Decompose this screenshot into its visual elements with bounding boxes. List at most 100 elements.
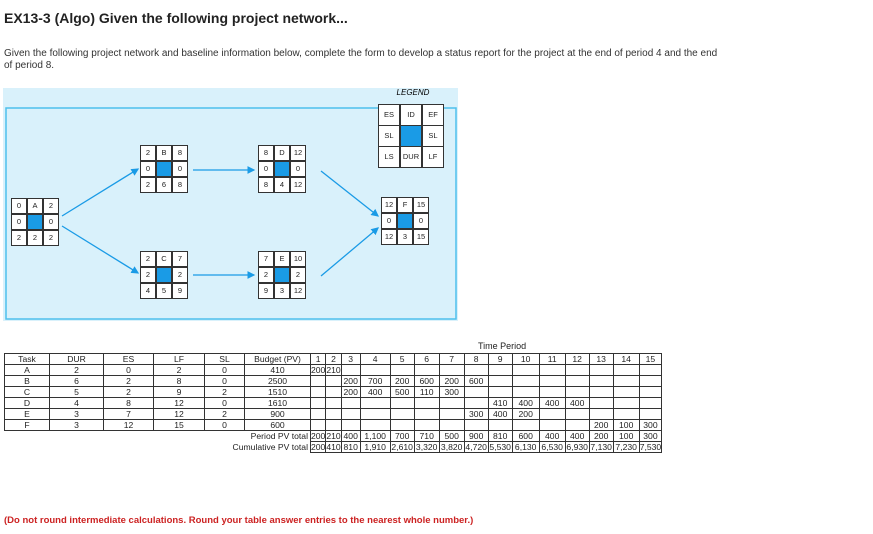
cell-pv: [588, 386, 614, 398]
cell-pv: 400: [359, 386, 391, 398]
period-total-cell: 200: [309, 430, 327, 442]
legend-center: [400, 125, 422, 147]
cumulative-cell: 7,530: [638, 441, 663, 453]
cell-pv: 600: [413, 375, 440, 387]
node-b-ls: 2: [140, 177, 156, 193]
page-title: EX13-3 (Algo) Given the following projec…: [4, 10, 348, 26]
cell-pv: [638, 408, 663, 420]
node-d-ef: 12: [290, 145, 306, 161]
cell-pv: [359, 419, 391, 431]
node-b-sl-right: 0: [172, 161, 188, 177]
cell-pv: [638, 375, 663, 387]
period-total-cell: 810: [487, 430, 513, 442]
node-d-lf: 12: [290, 177, 306, 193]
cell-pv: 200: [309, 364, 327, 376]
legend-lf: LF: [422, 146, 444, 168]
cell-dur: 3: [49, 408, 104, 420]
cell-task: B: [4, 375, 50, 387]
node-c-es: 2: [140, 251, 156, 267]
cell-task: C: [4, 386, 50, 398]
period-total-cell: 200: [588, 430, 614, 442]
cell-pv: [309, 386, 327, 398]
node-a: 0 A 2 0 0 2 2 2: [11, 198, 59, 246]
node-b-id: B: [156, 145, 172, 161]
node-a-ls: 2: [11, 230, 27, 246]
period-total-cell: 210: [325, 430, 342, 442]
cell-pv: [511, 386, 540, 398]
cell-pv: [413, 364, 440, 376]
cell-pv: [413, 419, 440, 431]
cell-pv: 500: [389, 386, 415, 398]
cell-pv: [538, 364, 566, 376]
cell-pv: [564, 364, 590, 376]
node-d-id: D: [274, 145, 290, 161]
cumulative-total-label: Cumulative PV total: [232, 442, 308, 452]
node-f-dur: 3: [397, 229, 413, 245]
cell-es: 0: [103, 364, 154, 376]
node-f: 12 F 15 0 0 12 3 15: [381, 197, 429, 245]
cell-pv: 200: [340, 386, 361, 398]
cell-task: E: [4, 408, 50, 420]
cell-pv: [340, 419, 361, 431]
cell-pv: [487, 364, 513, 376]
cell-budget: 1510: [244, 386, 311, 398]
cell-pv: [359, 397, 391, 409]
node-e-dur: 3: [274, 283, 290, 299]
cell-pv: [389, 397, 415, 409]
period-total-cell: 700: [389, 430, 415, 442]
cell-pv: [389, 419, 415, 431]
network-frame: [5, 107, 457, 320]
cell-pv: [538, 408, 566, 420]
cell-sl: 0: [204, 375, 245, 387]
header-period: 15: [638, 353, 663, 365]
period-total-cell: 1,100: [359, 430, 391, 442]
cell-pv: [463, 386, 489, 398]
node-e-ls: 9: [258, 283, 274, 299]
cell-pv: [612, 364, 640, 376]
period-total-label: Period PV total: [250, 431, 308, 442]
node-c-id: C: [156, 251, 172, 267]
cell-pv: [463, 419, 489, 431]
node-d-center: [274, 161, 290, 177]
cell-pv: [538, 419, 566, 431]
arrow-d-f: [320, 170, 380, 217]
node-e-ef: 10: [290, 251, 306, 267]
cell-sl: 2: [204, 386, 245, 398]
cumulative-cell: 410: [325, 441, 342, 453]
period-total-cell: 300: [638, 430, 663, 442]
cell-lf: 12: [153, 408, 205, 420]
cell-lf: 12: [153, 397, 205, 409]
cell-pv: [588, 364, 614, 376]
header-period: 6: [413, 353, 440, 365]
header-lf: LF: [153, 353, 205, 365]
cumulative-cell: 7,230: [612, 441, 640, 453]
cell-pv: [309, 408, 327, 420]
cell-pv: [438, 397, 465, 409]
cell-lf: 15: [153, 419, 205, 431]
cell-pv: 300: [438, 386, 465, 398]
time-period-label: Time Period: [478, 341, 527, 351]
cell-pv: [538, 375, 566, 387]
cell-pv: 100: [612, 419, 640, 431]
header-budget: Budget (PV): [244, 353, 311, 365]
cell-pv: [564, 375, 590, 387]
period-total-cell: 710: [413, 430, 440, 442]
header-period: 7: [438, 353, 465, 365]
header-period: 14: [612, 353, 640, 365]
cell-es: 12: [103, 419, 154, 431]
baseline-budget-table: Task DUR ES LF SL Budget (PV) 1 2 3 4 5 …: [4, 353, 663, 453]
cell-pv: [340, 408, 361, 420]
cell-pv: 400: [538, 397, 566, 409]
node-e-sl-left: 2: [258, 267, 274, 283]
node-f-id: F: [397, 197, 413, 213]
cell-sl: 0: [204, 364, 245, 376]
cell-pv: [511, 364, 540, 376]
cell-pv: 200: [389, 375, 415, 387]
header-task: Task: [4, 353, 50, 365]
header-period: 2: [325, 353, 342, 365]
period-total-row: Period PV total 200 210 400 1,100 700 71…: [5, 430, 663, 442]
cell-budget: 1610: [244, 397, 311, 409]
cell-pv: [638, 386, 663, 398]
